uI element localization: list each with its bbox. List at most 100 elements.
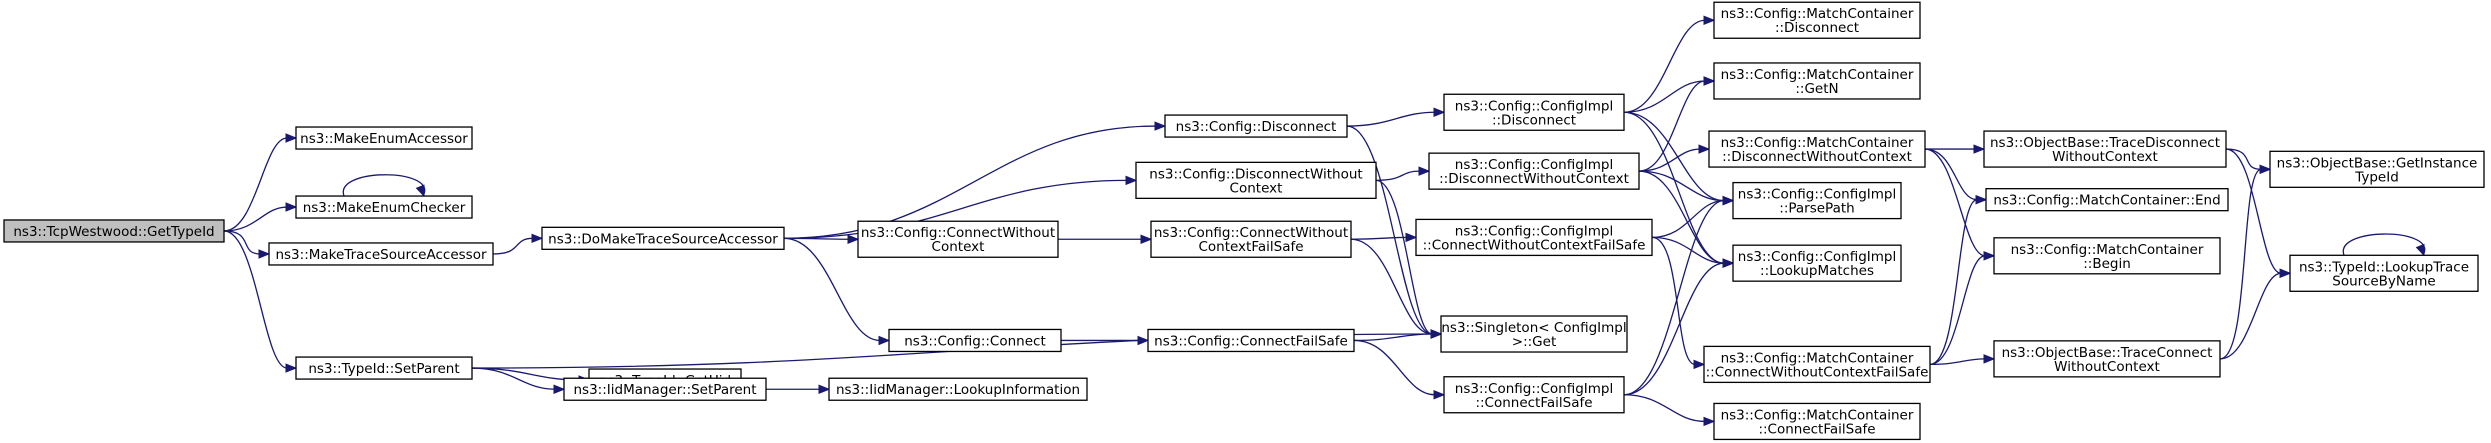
node-label: ns3::Config::MatchContainer	[1721, 6, 1914, 22]
edge-line	[1623, 262, 1725, 396]
edge-config-disconnect-to-impl-disconnect	[1346, 107, 1446, 127]
edge-arrowhead	[1137, 335, 1150, 346]
node-label: ::DisconnectWithoutContext	[1439, 171, 1629, 187]
node-impl-disconnect-without-context[interactable]: ns3::Config::ConfigImpl::DisconnectWitho…	[1428, 152, 1640, 190]
node-singleton-get[interactable]: ns3::Singleton< ConfigImpl >::Get	[1440, 315, 1628, 353]
node-impl-connect-without-context-fail-safe[interactable]: ns3::Config::ConfigImpl::ConnectWithoutC…	[1415, 218, 1653, 257]
node-label: ns3::Config::ConfigImpl	[1455, 381, 1613, 397]
edge-line	[1651, 199, 1725, 239]
node-label: ns3::ObjectBase::GetInstance	[2277, 155, 2478, 171]
node-config-disconnect-without-context[interactable]: ns3::Config::DisconnectWithoutContext	[1135, 161, 1377, 200]
edge-line	[1353, 333, 1433, 342]
edge-arrowhead	[2259, 164, 2272, 175]
node-make-enum-accessor[interactable]: ns3::MakeEnumAccessor	[295, 126, 473, 150]
node-label: ns3::DoMakeTraceSourceAccessor	[548, 231, 778, 247]
node-config-connect-without-context[interactable]: ns3::Config::ConnectWithoutContext	[857, 220, 1059, 258]
edge-mc-disconnect-without-context-to-ob-trace-disconnect	[1925, 144, 1986, 154]
node-box	[828, 377, 1088, 401]
edge-line	[1638, 170, 1725, 264]
edge-line	[783, 237, 881, 342]
node-label: ns3::MakeEnumAccessor	[300, 131, 468, 147]
node-box	[1713, 1, 1921, 39]
node-label: ::ConnectFailSafe	[1758, 421, 1875, 437]
node-box	[2269, 150, 2485, 188]
edge-mc-connect-without-context-fail-safe-to-mc-end	[1929, 194, 1988, 366]
node-label: ns3::Config::ConnectWithout	[1154, 225, 1348, 241]
edge-config-connect-fail-safe-to-singleton-get	[1353, 329, 1443, 342]
node-iid-manager-set-parent[interactable]: ns3::IidManager::SetParent	[563, 377, 767, 401]
node-box	[295, 195, 473, 219]
edge-config-connect-without-context-to-config-connect-without-context-fail-safe	[1058, 234, 1153, 244]
node-label: ns3::Config::Disconnect	[1176, 119, 1337, 135]
edge-arrowhead	[258, 249, 271, 259]
node-mc-disconnect-without-context[interactable]: ns3::Config::MatchContainer::DisconnectW…	[1708, 130, 1926, 168]
node-make-trace-source-accessor[interactable]: ns3::MakeTraceSourceAccessor	[268, 242, 494, 266]
node-config-connect[interactable]: ns3::Config::Connect	[888, 328, 1062, 353]
node-label: ::ParsePath	[1779, 201, 1854, 217]
node-impl-connect-fail-safe[interactable]: ns3::Config::ConfigImpl::ConnectFailSafe	[1443, 376, 1625, 414]
node-config-connect-fail-safe[interactable]: ns3::Config::ConnectFailSafe	[1147, 328, 1355, 353]
node-box	[1164, 114, 1348, 138]
node-box	[1147, 328, 1355, 353]
node-mc-end[interactable]: ns3::Config::MatchContainer::End	[1985, 188, 2229, 212]
node-label: ::LookupMatches	[1760, 263, 1874, 279]
edge-line	[783, 179, 1128, 239]
edge-ob-trace-connect-to-type-id-lookup-trace-source	[2219, 268, 2292, 360]
edge-arrowhead	[1983, 354, 1996, 364]
edge-arrowhead	[553, 384, 566, 394]
node-mc-disconnect[interactable]: ns3::Config::MatchContainer::Disconnect	[1713, 1, 1921, 39]
node-label: ns3::Config::MatchContainer	[2011, 242, 2204, 258]
node-label: ns3::Config::DisconnectWithout	[1149, 166, 1362, 182]
node-label: ns3::Config::ConnectFailSafe	[1154, 333, 1348, 349]
node-label: ns3::Config::ConfigImpl	[1455, 223, 1613, 239]
node-ob-trace-disconnect[interactable]: ns3::ObjectBase::TraceDisconnectWithoutC…	[1983, 130, 2227, 168]
edge-line	[1623, 199, 1725, 396]
node-box	[295, 356, 473, 380]
edge-line	[1623, 19, 1706, 113]
edge-config-connect-fail-safe-to-impl-connect-fail-safe	[1353, 339, 1446, 400]
edge-arrowhead	[1140, 234, 1153, 244]
edge-arrowhead	[818, 384, 831, 394]
node-mc-connect-without-context-fail-safe[interactable]: ns3::Config::MatchContainer::ConnectWith…	[1703, 345, 1931, 384]
node-root[interactable]: ns3::TcpWestwood::GetTypeId	[3, 219, 225, 243]
node-make-enum-checker[interactable]: ns3::MakeEnumChecker	[295, 195, 473, 219]
node-ob-trace-connect[interactable]: ns3::ObjectBase::TraceConnectWithoutCont…	[1993, 340, 2221, 378]
node-label: ::Begin	[2083, 256, 2131, 272]
node-label: WithoutContext	[2054, 359, 2160, 375]
edge-impl-connect-fail-safe-to-mc-connect-fail-safe	[1623, 394, 1716, 427]
node-label: ns3::Config::MatchContainer	[1721, 135, 1914, 151]
node-label: ::Disconnect	[1492, 112, 1576, 128]
node-label: ns3::TcpWestwood::GetTypeId	[13, 224, 214, 240]
node-type-id-set-parent[interactable]: ns3::TypeId::SetParent	[295, 356, 473, 380]
node-label: ContextFailSafe	[1198, 239, 1303, 255]
node-mc-begin[interactable]: ns3::Config::MatchContainer::Begin	[1993, 237, 2221, 275]
node-label: ns3::IidManager::LookupInformation	[836, 382, 1080, 398]
edge-impl-disconnect-to-mc-disconnect	[1623, 15, 1716, 113]
node-box	[1135, 161, 1377, 200]
edge-config-connect-to-config-connect-fail-safe	[1061, 335, 1150, 346]
node-box	[1440, 315, 1628, 353]
node-mc-get-n[interactable]: ns3::Config::MatchContainer::GetN	[1713, 62, 1921, 100]
node-impl-parse-path[interactable]: ns3::Config::ConfigImpl::ParsePath	[1732, 181, 1902, 220]
node-box	[1993, 237, 2221, 275]
node-label: SourceByName	[2332, 273, 2435, 289]
node-impl-lookup-matches[interactable]: ns3::Config::ConfigImpl::LookupMatches	[1732, 244, 1902, 282]
node-config-disconnect[interactable]: ns3::Config::Disconnect	[1164, 114, 1348, 138]
edge-impl-connect-without-context-fail-safe-to-mc-connect-without-context-fail-safe	[1651, 236, 1706, 370]
edge-line	[1350, 236, 1408, 240]
edge-root-to-make-enum-accessor	[223, 133, 298, 232]
edge-line	[342, 174, 426, 197]
node-box	[1150, 220, 1352, 258]
node-config-connect-without-context-fail-safe[interactable]: ns3::Config::ConnectWithoutContextFailSa…	[1150, 220, 1352, 258]
edge-make-trace-source-accessor-to-do-make-trace-source-accessor	[492, 233, 544, 255]
edge-type-id-lookup-trace-source-to-type-id-lookup-trace-source	[2342, 233, 2426, 257]
edge-line	[1353, 339, 1436, 396]
node-mc-connect-fail-safe[interactable]: ns3::Config::MatchContainer::ConnectFail…	[1713, 402, 1921, 441]
node-impl-disconnect[interactable]: ns3::Config::ConfigImpl::Disconnect	[1443, 93, 1625, 131]
node-do-make-trace-source-accessor[interactable]: ns3::DoMakeTraceSourceAccessor	[541, 226, 785, 250]
node-label: ns3::TypeId::SetParent	[308, 361, 459, 377]
node-iid-manager-lookup-information[interactable]: ns3::IidManager::LookupInformation	[828, 377, 1088, 401]
